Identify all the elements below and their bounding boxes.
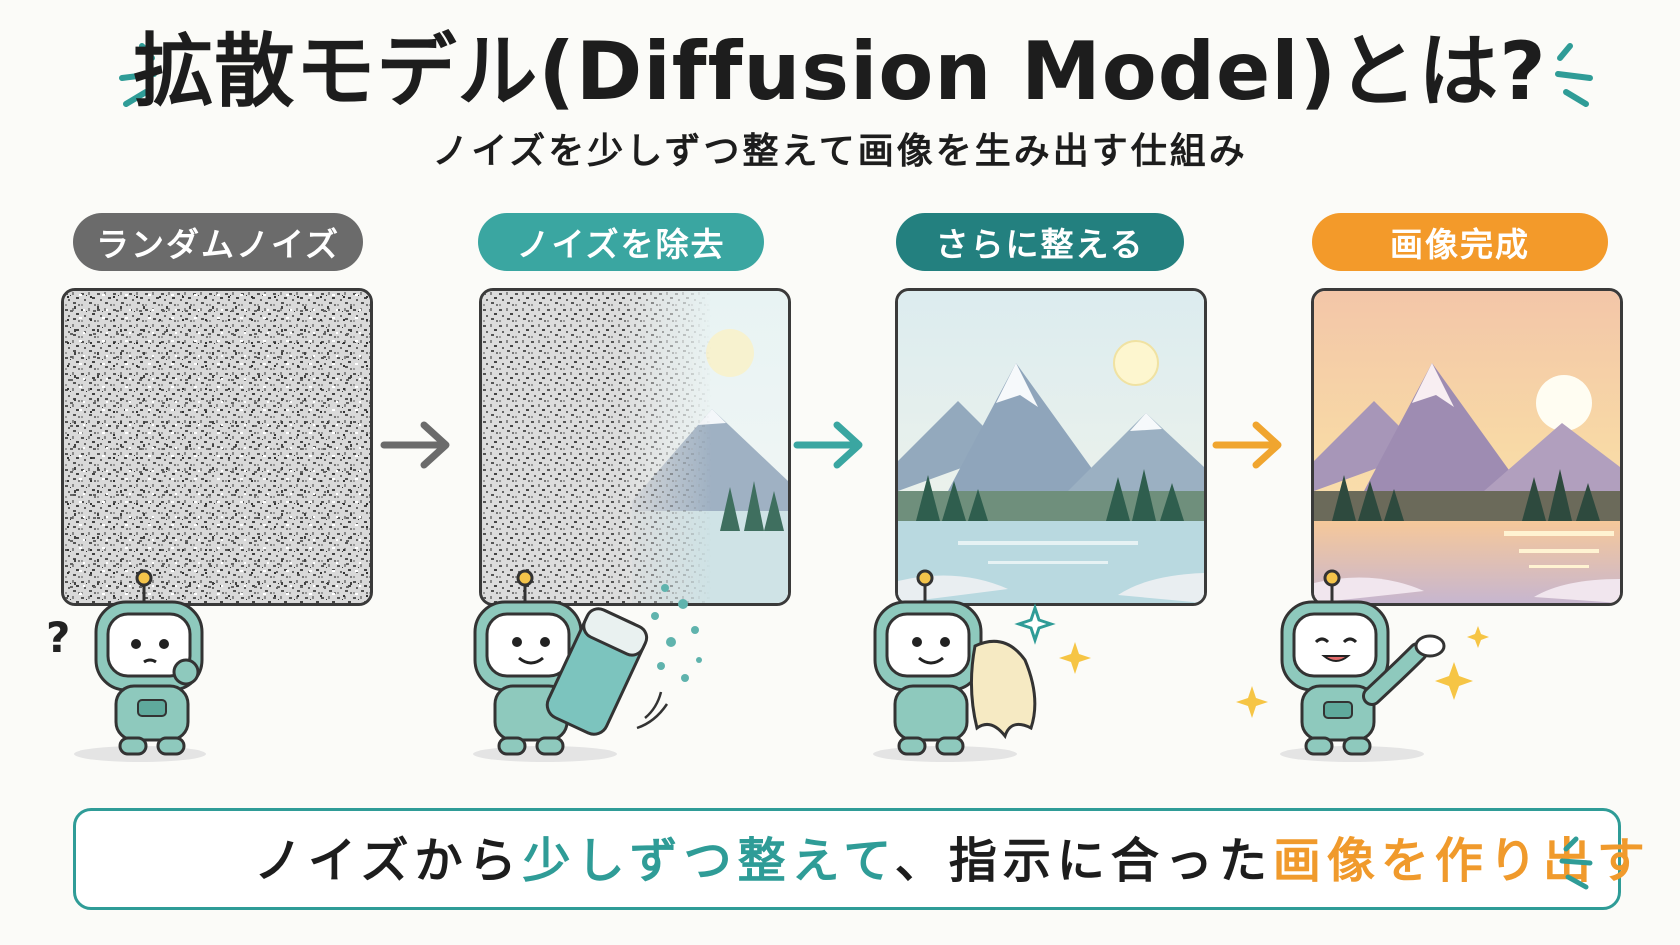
question-mark-icon: ? (46, 613, 70, 662)
denoising-image-panel (479, 288, 791, 606)
summary-part-3: 、指示に合った (894, 833, 1273, 889)
step-label-image-complete: 画像完成 (1312, 213, 1608, 271)
summary-part-1: ノイズから (254, 833, 523, 889)
arrow-right-icon (1212, 421, 1282, 469)
arrow-right-icon (793, 421, 863, 469)
robot-eraser-illustration (455, 568, 715, 772)
step-label-remove-noise: ノイズを除去 (478, 213, 764, 271)
summary-highlight-gradual: 少しずつ整えて (522, 833, 895, 889)
robot-polishing-illustration (855, 568, 1095, 772)
arrow-right-icon (380, 421, 450, 469)
sparkle-icon (1014, 603, 1056, 645)
step-label-refine: さらに整える (896, 213, 1184, 271)
refined-image-panel (895, 288, 1207, 606)
sparkle-icon (1059, 642, 1091, 674)
eraser-icon (545, 607, 649, 736)
summary-text: ノイズから少しずつ整えて、指示に合った画像を作り出す (254, 831, 1651, 891)
sparkle-icon (1467, 626, 1489, 648)
robot-confused-illustration: ? (40, 568, 240, 772)
sparkle-left-decoration (112, 40, 172, 114)
sparkle-right-decoration (1559, 836, 1593, 890)
noise-image-panel (61, 288, 373, 606)
page-subtitle: ノイズを少しずつ整えて画像を生み出す仕組み (432, 131, 1248, 172)
sparkle-right-decoration (1540, 40, 1600, 114)
page-title: 拡散モデル(Diffusion Model)とは? (133, 25, 1547, 118)
sparkle-icon (1236, 686, 1268, 718)
final-image-panel (1311, 288, 1623, 606)
summary-box: ノイズから少しずつ整えて、指示に合った画像を作り出す (73, 808, 1645, 910)
cloth-icon (969, 639, 1037, 740)
step-label-random-noise: ランダムノイズ (73, 213, 363, 271)
robot-presenting-illustration (1232, 568, 1492, 772)
sparkle-icon (1435, 662, 1473, 700)
